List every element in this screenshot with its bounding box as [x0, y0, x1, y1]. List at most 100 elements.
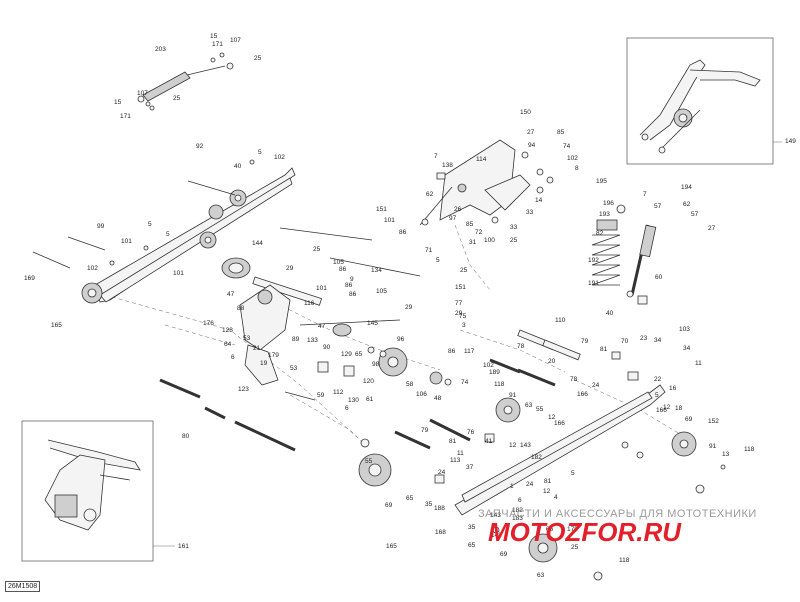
part-callout: 65 — [355, 351, 363, 358]
part-callout: 60 — [655, 274, 663, 281]
part-callout: 96 — [397, 336, 405, 343]
brand-logo-text: MOTOZFOR.RU — [488, 517, 682, 547]
part-callout: 151 — [455, 284, 466, 291]
part-callout: 107 — [230, 37, 241, 44]
part-callout: 86 — [339, 266, 347, 273]
part-callouts: 203 15 171 107 25 15 107 25 171 92 40 5 … — [24, 33, 796, 579]
part-callout: 65 — [406, 495, 414, 502]
part-callout: 78 — [570, 376, 578, 383]
part-callout: 61 — [366, 396, 374, 403]
part-callout: 98 — [372, 361, 380, 368]
rear-arm-assembly — [159, 227, 421, 452]
front-arm-assembly — [419, 139, 554, 226]
part-callout: 85 — [466, 221, 474, 228]
part-callout: 25 — [313, 246, 321, 253]
part-callout: 20 — [548, 358, 556, 365]
part-callout: 143 — [490, 512, 501, 519]
part-callout: 69 — [685, 416, 693, 423]
part-callout: 183 — [512, 515, 523, 522]
part-callout: 194 — [681, 184, 692, 191]
part-callout: 11 — [457, 450, 464, 457]
part-callout: 25 — [173, 95, 181, 102]
part-callout: 77 — [455, 300, 463, 307]
part-callout: 70 — [621, 338, 629, 345]
part-callout: 40 — [234, 163, 242, 170]
part-callout: 47 — [227, 291, 235, 298]
part-callout: 33 — [526, 209, 534, 216]
part-callout: 57 — [691, 211, 699, 218]
part-callout: 31 — [469, 239, 477, 246]
part-callout: 74 — [461, 379, 469, 386]
part-callout: 12 — [509, 442, 517, 449]
part-callout: 85 — [557, 129, 565, 136]
part-callout: 65 — [546, 526, 554, 533]
part-callout: 91 — [509, 392, 517, 399]
part-callout: 179 — [268, 352, 279, 359]
part-callout: 97 — [449, 215, 457, 222]
part-callout: 24 — [592, 382, 600, 389]
part-callout: 196 — [603, 200, 614, 207]
part-callout: 69 — [500, 551, 508, 558]
part-callout: 92 — [196, 143, 204, 150]
part-callout: 112 — [333, 389, 344, 396]
part-callout: 47 — [318, 323, 326, 330]
part-callout: 4 — [554, 494, 558, 501]
part-callout: 5 — [655, 392, 659, 399]
part-callout: 3 — [462, 322, 466, 329]
part-callout: 29 — [455, 310, 463, 317]
part-callout: 81 — [544, 478, 552, 485]
part-callout: 166 — [554, 420, 565, 427]
part-callout: 11 — [695, 360, 702, 367]
part-callout: 133 — [307, 337, 318, 344]
part-callout: 100 — [484, 237, 495, 244]
part-callout: 5 — [258, 149, 262, 156]
part-callout: 138 — [442, 162, 453, 169]
part-callout: 69 — [385, 502, 393, 509]
part-callout: 175 — [567, 526, 578, 533]
part-callout: 107 — [137, 90, 148, 97]
part-callout: 74 — [563, 143, 571, 150]
part-callout: 150 — [520, 109, 531, 116]
part-callout: 8 — [575, 165, 579, 172]
part-callout: 5 — [436, 257, 440, 264]
part-callout: 86 — [399, 229, 407, 236]
brand-logo: MOTOZFOR.RU — [488, 517, 682, 547]
part-callout: 19 — [260, 360, 268, 367]
part-callout: 37 — [466, 464, 474, 471]
part-callout: 59 — [317, 392, 325, 399]
part-callout: 144 — [252, 240, 263, 247]
part-callout: 78 — [517, 343, 525, 350]
part-callout: 118 — [744, 446, 755, 453]
part-callout: 91 — [709, 443, 717, 450]
part-callout: 165 — [51, 322, 62, 329]
part-callout: 166 — [656, 407, 667, 414]
part-callout: 25 — [571, 544, 579, 551]
part-callout: 102 — [274, 154, 285, 161]
part-callout: 182 — [531, 454, 542, 461]
part-callout: 203 — [155, 46, 166, 53]
part-callout: 55 — [365, 458, 373, 465]
part-callout: 110 — [555, 317, 566, 324]
part-callout: 89 — [292, 336, 300, 343]
part-callout: 189 — [489, 369, 500, 376]
diagram-code-label: 26M1508 — [5, 581, 41, 592]
part-callout: 63 — [525, 402, 533, 409]
part-callout: 6 — [518, 497, 522, 504]
part-callout: 88 — [237, 305, 245, 312]
part-callout: 166 — [577, 391, 588, 398]
part-callout: 143 — [520, 442, 531, 449]
part-callout: 16 — [669, 385, 677, 392]
part-callout: 113 — [450, 457, 461, 464]
part-callout: 55 — [536, 406, 544, 413]
part-callout: 102 — [567, 155, 578, 162]
assembly-guide-lines — [104, 224, 691, 446]
part-callout: 106 — [416, 391, 427, 398]
part-callout: 34 — [683, 345, 691, 352]
part-callout: 134 — [371, 267, 382, 274]
part-callout: 128 — [222, 327, 233, 334]
part-callout: 12 — [663, 404, 671, 411]
part-callout: 176 — [203, 320, 214, 327]
part-callout: 7 — [434, 153, 438, 160]
part-callout: 75 — [459, 313, 467, 320]
